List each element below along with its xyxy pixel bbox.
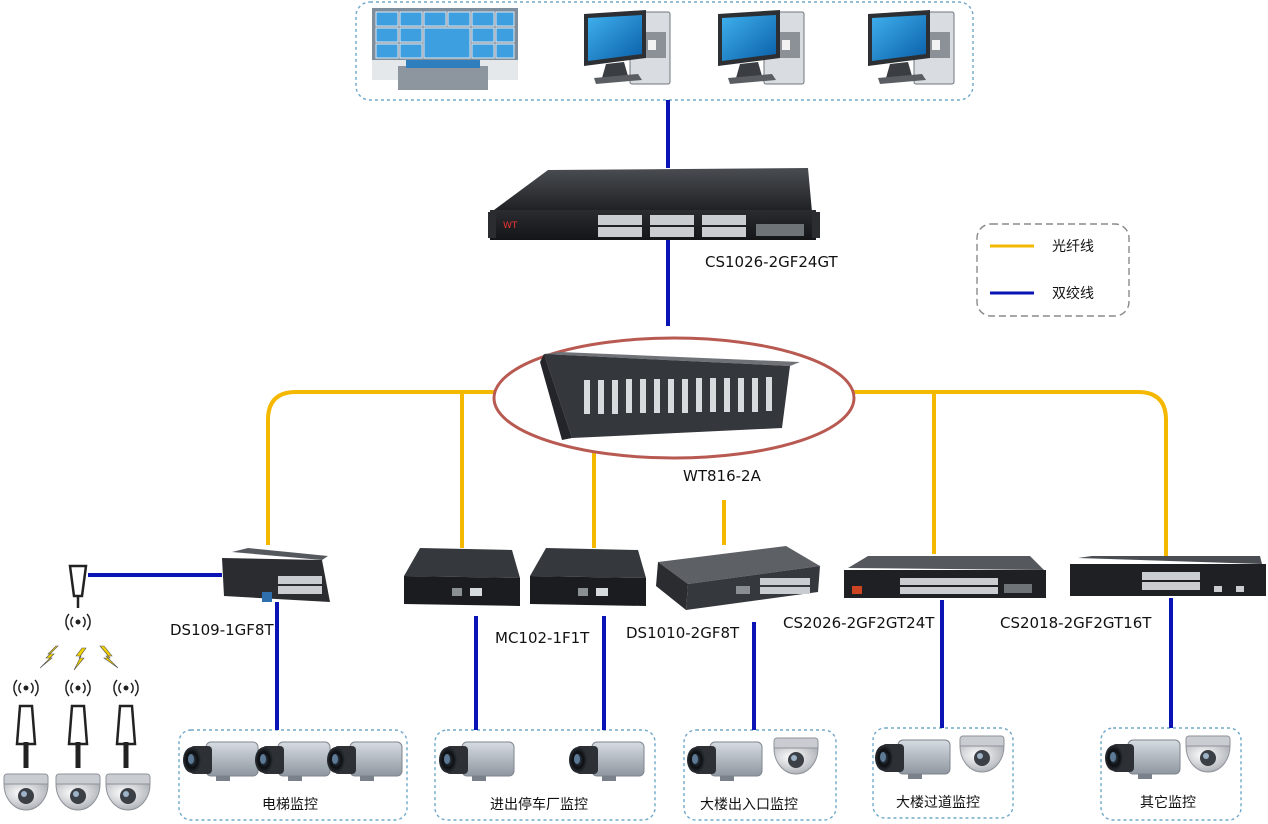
label-cs1026: CS1026-2GF24GT	[705, 253, 839, 271]
dome-camera-icon	[3, 773, 49, 811]
group-frame-elevator	[178, 729, 408, 821]
label-wt816: WT816-2A	[683, 467, 762, 485]
computer-icon	[583, 9, 671, 85]
fiber-cables	[266, 390, 1168, 556]
wireless-signal-icon	[65, 613, 91, 631]
svg-text:WT: WT	[503, 221, 518, 231]
wireless-bridge-icon	[115, 704, 137, 770]
dome-camera-icon	[105, 773, 151, 811]
box-camera-icon	[568, 741, 645, 782]
label-cs2018: CS2018-2GF2GT16T	[1000, 614, 1152, 632]
network-switch-icon	[530, 548, 646, 606]
group-label-elevator: 电梯监控	[262, 797, 318, 813]
dome-camera-icon	[959, 735, 1005, 773]
box-camera-icon	[874, 739, 951, 780]
network-switch-icon	[844, 556, 1046, 598]
group-frame-entrance	[683, 729, 837, 821]
media-converter-chassis-icon	[540, 352, 800, 440]
twisted-pair-cables	[88, 100, 1173, 730]
box-camera-icon	[438, 741, 515, 782]
network-switch-icon	[656, 546, 820, 610]
group-label-other: 其它监控	[1140, 794, 1196, 811]
legend-frame	[976, 223, 1130, 317]
box-camera-icon	[326, 741, 403, 782]
monitoring-center-frame	[355, 1, 974, 101]
wireless-bridge-icon	[68, 564, 88, 608]
network-switch-icon	[404, 548, 520, 606]
box-camera-icon	[686, 741, 763, 782]
wireless-signal-icon	[113, 679, 139, 697]
video-wall-icon	[372, 8, 518, 90]
lightning-icon	[39, 645, 119, 671]
dome-camera-icon	[55, 773, 101, 811]
group-label-corridor: 大楼过道监控	[896, 795, 980, 811]
wireless-signal-icon	[65, 679, 91, 697]
label-cs2026: CS2026-2GF2GT24T	[783, 614, 935, 632]
box-camera-icon	[1104, 739, 1181, 780]
group-label-parking: 进出停车厂监控	[490, 796, 588, 813]
group-frame-corridor	[872, 727, 1014, 819]
group-frame-parking	[434, 729, 656, 821]
dome-camera-icon	[1185, 735, 1231, 773]
network-switch-icon	[1070, 556, 1266, 596]
network-switch-icon	[222, 548, 330, 602]
label-mc102: MC102-1F1T	[495, 629, 590, 647]
dome-camera-icon	[773, 737, 819, 775]
legend-fiber-label: 光纤线	[1052, 239, 1094, 255]
computer-icon	[867, 9, 955, 85]
group-frame-other	[1100, 727, 1242, 821]
label-ds1010: DS1010-2GF8T	[626, 624, 740, 642]
network-switch-icon: WT	[488, 168, 820, 240]
legend-twisted-pair-label: 双绞线	[1052, 285, 1094, 302]
label-ds109: DS109-1GF8T	[170, 621, 274, 639]
box-camera-icon	[254, 741, 331, 782]
computer-icon	[717, 9, 805, 85]
wireless-bridge-icon	[67, 704, 89, 770]
wireless-bridge-icon	[15, 704, 37, 770]
group-label-entrance: 大楼出入口监控	[700, 797, 798, 813]
box-camera-icon	[182, 741, 259, 782]
wireless-signal-icon	[13, 679, 39, 697]
